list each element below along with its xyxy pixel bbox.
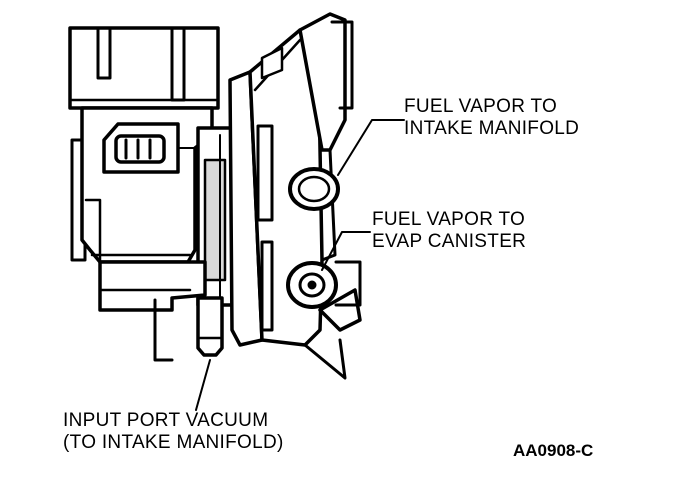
figure-code: AA0908-C: [513, 441, 594, 460]
right-cover: [298, 12, 362, 380]
callout-line: INPUT PORT VACUUM: [63, 410, 269, 431]
callout-fuel-vapor-evap-canister: FUEL VAPOR TO EVAP CANISTER: [372, 209, 526, 253]
lower-bracket: [334, 260, 362, 307]
callout-line: EVAP CANISTER: [372, 231, 527, 252]
lower-housing: [98, 260, 207, 362]
callout-fuel-vapor-intake-manifold: FUEL VAPOR TO INTAKE MANIFOLD: [404, 96, 579, 140]
callout-input-port-vacuum: INPUT PORT VACUUM (TO INTAKE MANIFOLD): [63, 410, 284, 454]
electrical-connector: [102, 122, 180, 174]
callout-line: FUEL VAPOR TO: [404, 96, 558, 117]
callout-line: FUEL VAPOR TO: [372, 209, 526, 230]
leader-input: [195, 359, 211, 411]
lower-port: [286, 261, 338, 309]
upper-port: [288, 167, 340, 211]
callout-line: (TO INTAKE MANIFOLD): [63, 432, 284, 453]
leader-evap: [321, 231, 371, 271]
callout-line: INTAKE MANIFOLD: [404, 118, 580, 139]
leader-intake: [337, 119, 405, 176]
input-port-nipple: [196, 296, 224, 357]
upper-housing: [68, 26, 220, 110]
leader-lines: [195, 119, 405, 411]
